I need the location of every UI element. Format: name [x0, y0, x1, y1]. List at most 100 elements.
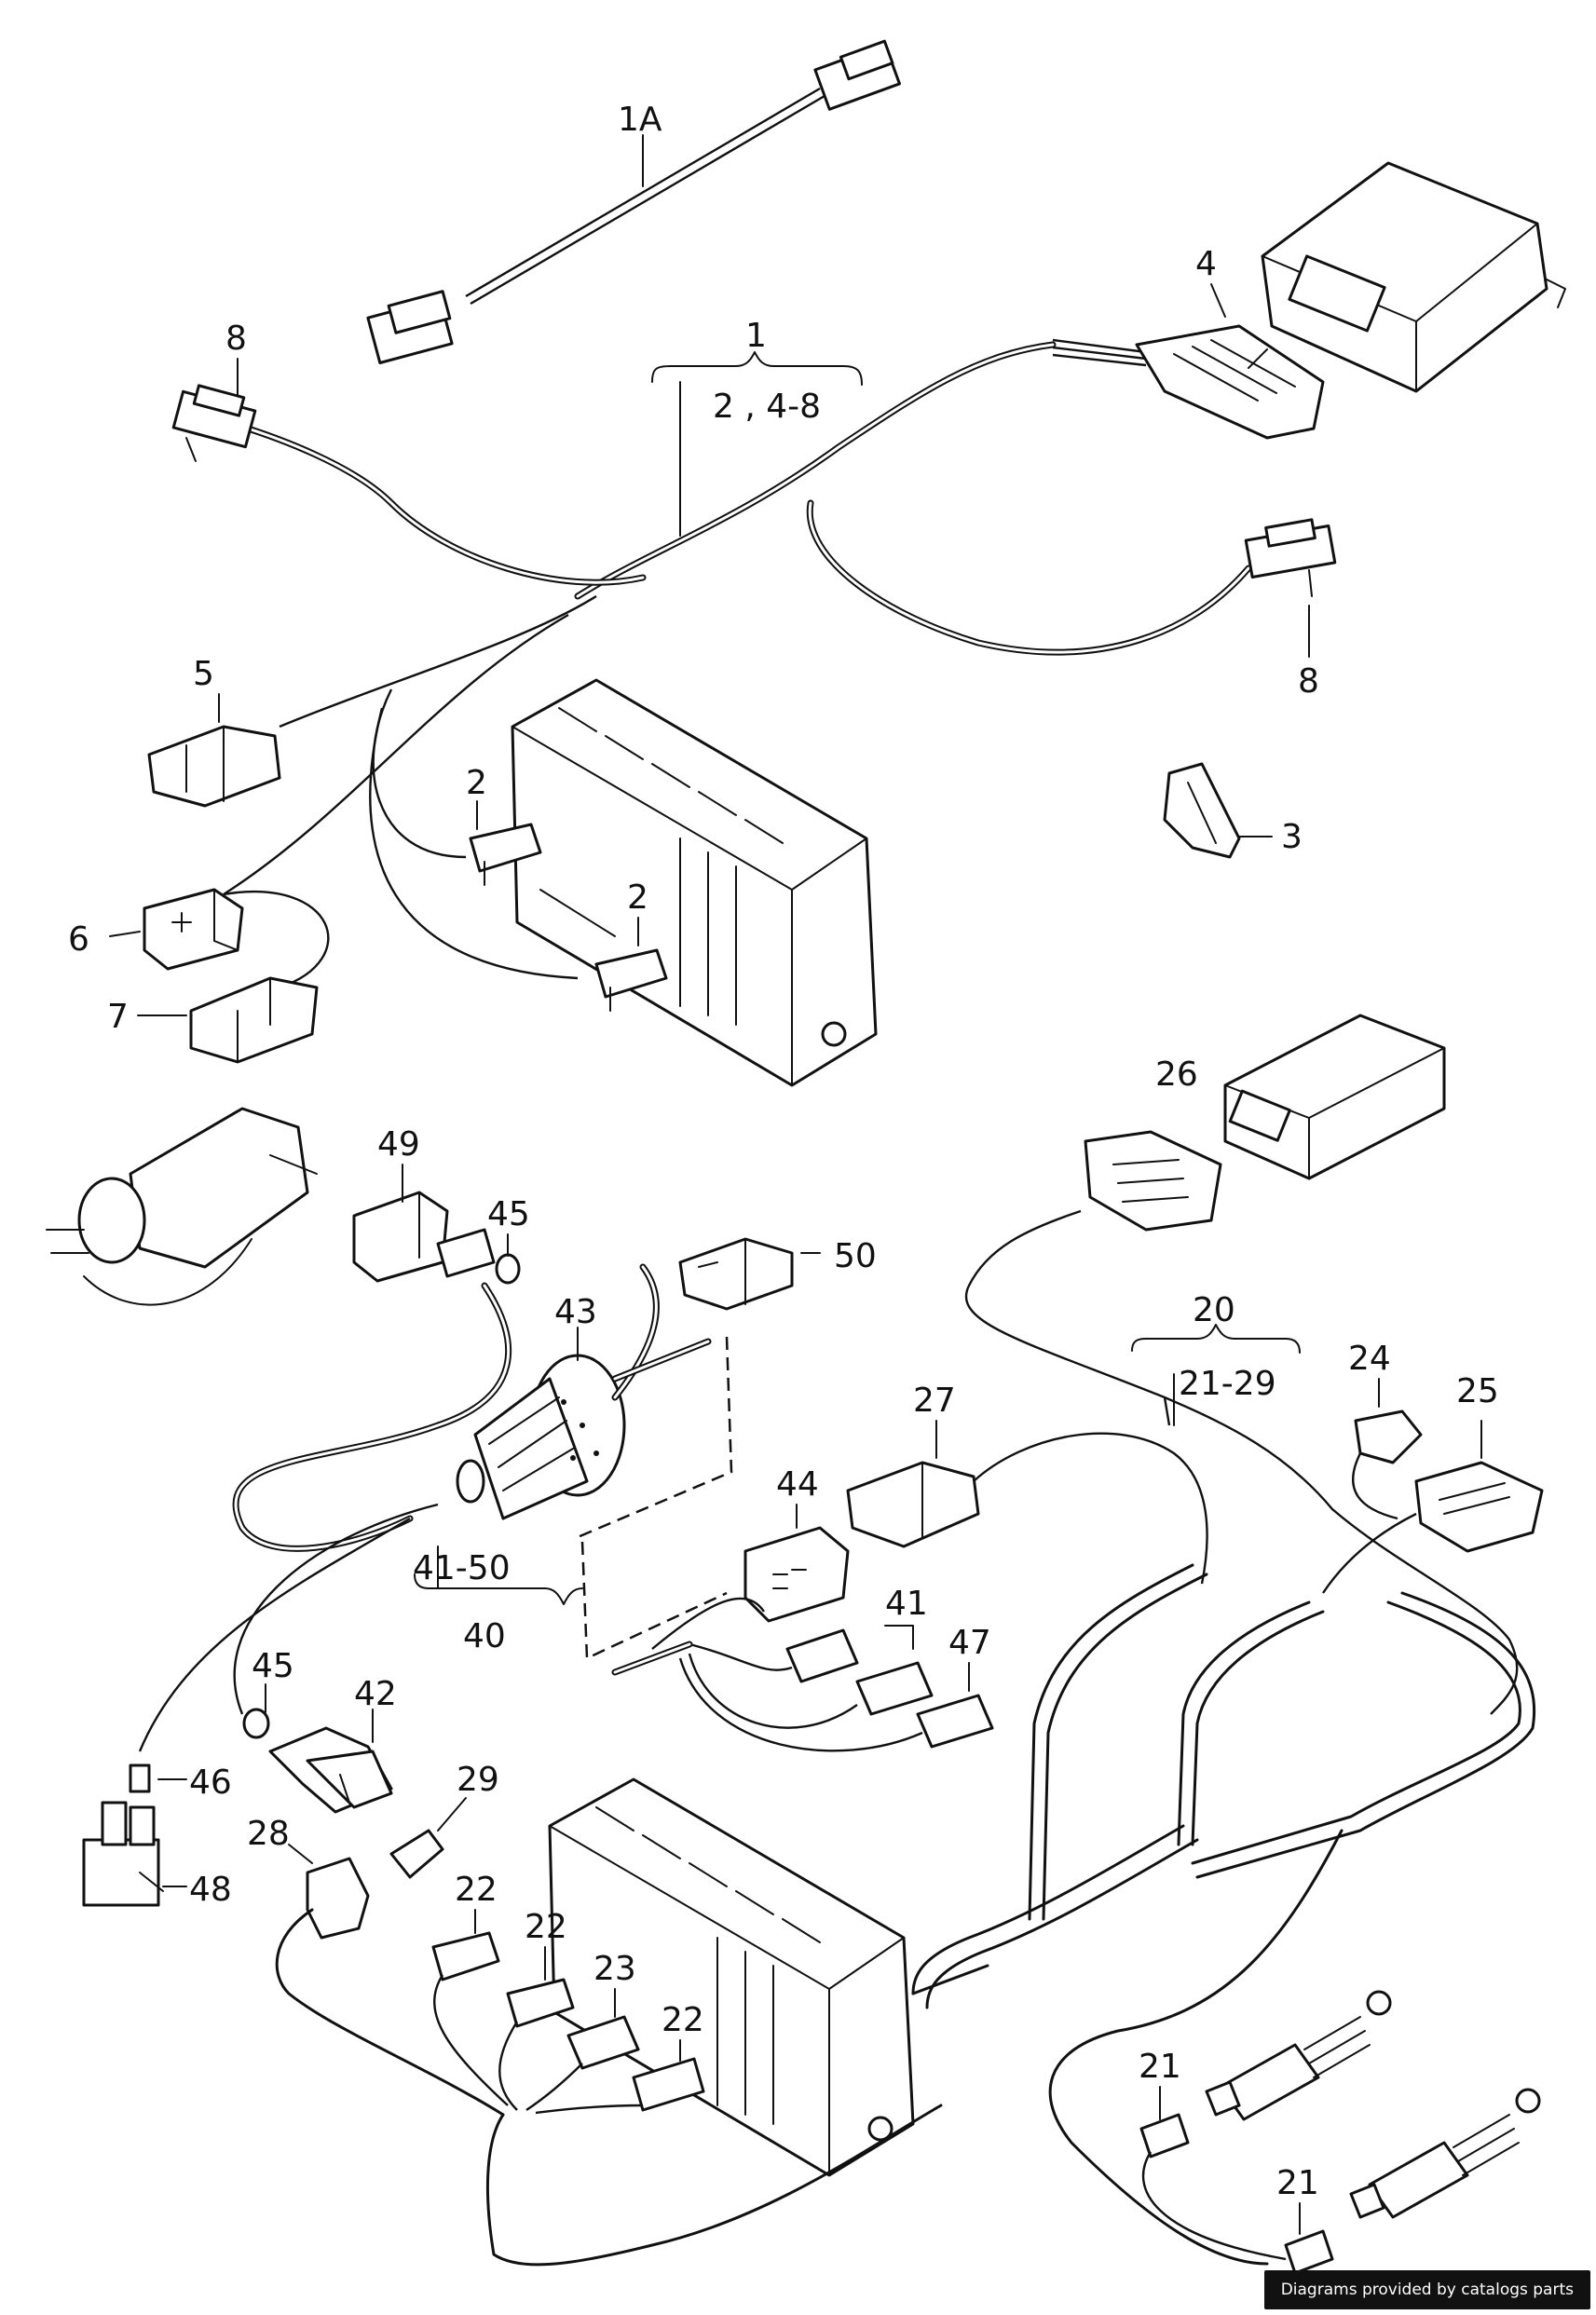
label-48: 48: [189, 1871, 232, 1909]
wire-23: [525, 2063, 583, 2111]
connector-4: [1135, 324, 1325, 440]
connector-50: [678, 1237, 794, 1311]
label-49: 49: [377, 1125, 420, 1164]
wire-to-24: [1351, 1452, 1398, 1520]
label-45-top: 45: [487, 1195, 530, 1233]
connector-2-a: [469, 823, 542, 886]
connector-26: [1084, 1130, 1222, 1232]
label-2-a: 2: [466, 764, 487, 802]
connector-29: [389, 1829, 444, 1879]
tube-to-box: [911, 1964, 989, 1995]
label-25: 25: [1456, 1372, 1499, 1410]
wire-20-main: [964, 1209, 1519, 1715]
label-47: 47: [948, 1624, 991, 1662]
tube-a2: [1042, 1573, 1208, 1921]
connector-45-lower: [242, 1708, 270, 1739]
label-28: 28: [247, 1815, 290, 1853]
label-23: 23: [593, 1950, 636, 1988]
wire-to-41b: [688, 1653, 858, 1729]
label-46: 46: [189, 1763, 232, 1802]
label-21-a: 21: [1139, 2048, 1181, 2086]
sensor-48: [82, 1801, 164, 1907]
connector-5: [147, 725, 281, 808]
right-harness: [846, 1014, 1544, 2275]
tube-b2: [1191, 1610, 1325, 1846]
tube-a: [1028, 1563, 1194, 1921]
connector-24: [1354, 1409, 1423, 1464]
control-unit-right: [1223, 1014, 1446, 1180]
sensor-21-b: [1349, 2088, 1541, 2219]
label-22-b: 22: [525, 1908, 567, 1946]
connector-21-a: [1139, 2113, 1190, 2158]
dash-frame-40: [577, 1336, 733, 1660]
label-3: 3: [1281, 818, 1303, 856]
relay-box-lower: [275, 1777, 989, 2267]
label-29: 29: [457, 1761, 499, 1799]
grommet-43: [456, 1354, 626, 1520]
label-8-left: 8: [225, 320, 247, 358]
connector-45-top: [495, 1253, 521, 1285]
part-labels: 1A 1 2 , 4-8 8 4 8 5 2 2 3 6 7 49 45 43 …: [68, 101, 1499, 2202]
label-8-right: 8: [1298, 662, 1319, 701]
connector-44: [743, 1526, 850, 1623]
sensor-21-a: [1205, 1990, 1392, 2121]
label-1A: 1A: [618, 101, 662, 139]
tube-d: [911, 1824, 1185, 1995]
label-27: 27: [913, 1382, 956, 1420]
sensor-46: [129, 1763, 151, 1793]
relay-box-upper: [511, 678, 878, 1087]
connector-23: [566, 2015, 640, 2070]
loom-1: [223, 338, 1252, 989]
connector-49: [352, 1191, 496, 1283]
wire-lower-bottom: [485, 2104, 943, 2267]
label-24: 24: [1348, 1340, 1391, 1378]
loom-40: [138, 1263, 712, 1752]
connector-42: [268, 1726, 393, 1814]
label-4: 4: [1195, 245, 1217, 283]
label-22-c: 22: [662, 2001, 704, 2039]
wire-20-tick: [1163, 1396, 1171, 1426]
tube-c: [1191, 1600, 1521, 1865]
label-40: 40: [463, 1617, 506, 1655]
connector-2-b: [594, 948, 668, 1012]
tube-b: [1177, 1600, 1311, 1846]
tube-e: [1048, 1829, 1344, 2266]
wire-22a: [433, 1974, 509, 2106]
label-20: 20: [1193, 1291, 1235, 1329]
label-5: 5: [193, 655, 214, 693]
label-43: 43: [554, 1293, 597, 1331]
connector-21-b: [1284, 2229, 1334, 2275]
tube-d2: [925, 1838, 1199, 2009]
connector-25: [1414, 1461, 1544, 1553]
wire-27: [973, 1432, 1208, 1585]
wire-21: [1141, 2151, 1287, 2261]
label-40-sub: 41-50: [413, 1549, 511, 1587]
wire-lower-left: [275, 1908, 505, 2117]
wire-to-47: [678, 1657, 923, 1752]
label-7: 7: [107, 998, 129, 1036]
label-45-lower: 45: [252, 1647, 294, 1685]
wire-22b: [498, 2021, 519, 2111]
label-1: 1: [745, 317, 767, 355]
watermark: Diagrams provided by catalogs parts: [1263, 2270, 1590, 2309]
wire-to-41: [689, 1642, 793, 1671]
upper-harness: [143, 39, 1566, 1087]
loom-stub-inner: [613, 1642, 691, 1674]
label-26: 26: [1155, 1055, 1198, 1094]
label-50: 50: [834, 1237, 877, 1275]
connector-8-left: [171, 384, 257, 462]
connector-22-c: [632, 2057, 705, 2112]
wire-to-44: [651, 1597, 765, 1650]
connector-6: [143, 888, 244, 971]
label-22-a: 22: [455, 1871, 498, 1909]
dash-line-2: [539, 889, 616, 937]
connector-22-a: [431, 1931, 500, 1981]
label-44: 44: [776, 1465, 819, 1504]
connector-28: [306, 1857, 370, 1940]
lead-1A: [366, 39, 901, 365]
connector-7: [189, 976, 319, 1064]
label-2-b: 2: [627, 878, 648, 917]
connector-8-right: [1244, 518, 1337, 597]
